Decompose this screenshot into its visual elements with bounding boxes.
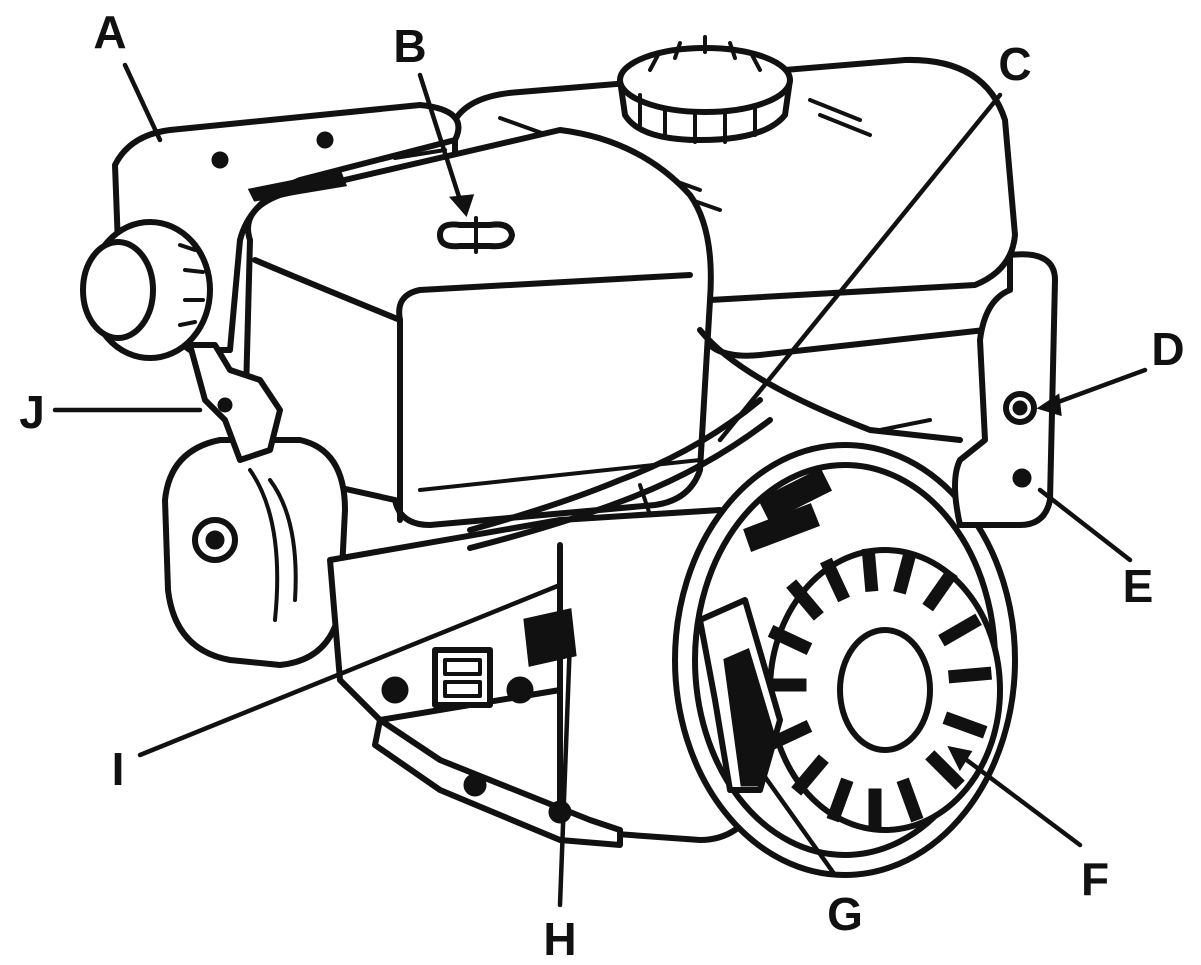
throttle-lever xyxy=(187,342,283,463)
label-J: J xyxy=(19,386,45,438)
label-E: E xyxy=(1123,560,1154,612)
label-G: G xyxy=(827,888,863,940)
muffler xyxy=(162,437,348,668)
label-C: C xyxy=(998,38,1031,90)
leader-lines xyxy=(52,62,1148,908)
recoil-handle xyxy=(697,597,783,793)
label-A: A xyxy=(93,6,126,58)
part-labels: A B C D E F G H I J xyxy=(19,6,1184,965)
label-I: I xyxy=(112,743,125,795)
label-H: H xyxy=(543,913,576,965)
side-bracket xyxy=(952,251,1058,528)
engine-illustration xyxy=(80,35,1058,878)
leader-D xyxy=(1047,367,1148,408)
muffler-knob xyxy=(80,219,213,361)
arrowhead-D xyxy=(1036,393,1062,417)
leader-H xyxy=(557,637,573,908)
leader-I xyxy=(137,582,563,758)
label-D: D xyxy=(1151,323,1184,375)
leader-C xyxy=(717,92,1003,443)
arrowhead-B xyxy=(448,194,475,217)
leader-F xyxy=(957,752,1083,848)
label-B: B xyxy=(393,20,426,72)
recoil-fins xyxy=(763,548,992,832)
label-F: F xyxy=(1081,853,1109,905)
arrowhead-F xyxy=(947,745,973,772)
leader-G xyxy=(757,767,838,878)
fuel-line xyxy=(467,397,773,551)
wing-nut xyxy=(437,216,515,254)
leader-A xyxy=(122,62,163,143)
leader-B xyxy=(417,72,463,203)
leader-E xyxy=(1037,487,1133,563)
fuel-cap xyxy=(617,35,793,144)
